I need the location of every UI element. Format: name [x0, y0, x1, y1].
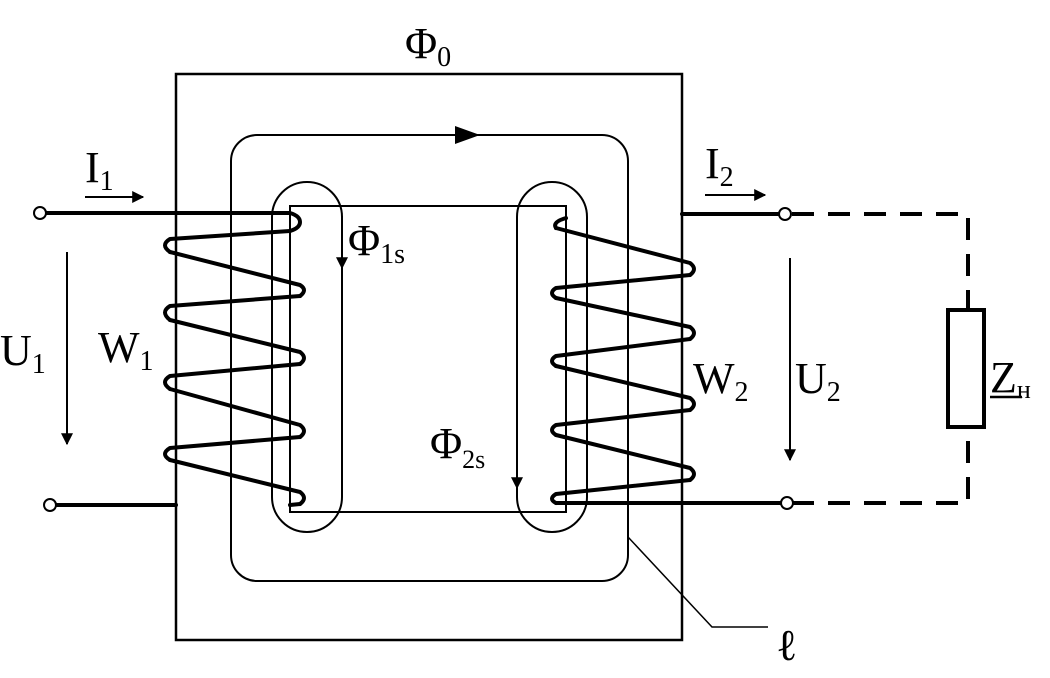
i2-label: I2	[705, 139, 734, 193]
ell-leader-line	[627, 536, 768, 628]
core-window	[289, 205, 567, 513]
leakage-flux-loop-2	[516, 181, 588, 533]
phi1s-label: Φ1s	[348, 216, 405, 270]
main-flux-arrow	[455, 126, 480, 144]
main-flux-path	[230, 134, 629, 582]
secondary-terminal-bottom	[780, 496, 794, 510]
core-outer-frame	[174, 72, 684, 642]
w2-label: W2	[693, 354, 749, 408]
load-connection	[792, 212, 970, 505]
primary-terminal-bottom	[43, 498, 57, 512]
primary-terminal-top	[33, 206, 47, 220]
secondary-winding	[550, 212, 784, 505]
primary-winding	[40, 211, 306, 507]
u1-label: U1	[0, 326, 46, 380]
secondary-terminal-top	[778, 207, 792, 221]
leakage-flux-loop-1	[271, 181, 343, 533]
u2-label: U2	[795, 354, 841, 408]
phi2s-label: Φ2s	[430, 419, 485, 474]
i1-label: I1	[85, 143, 114, 197]
phi0-label: Φ0	[405, 19, 451, 73]
w1-label: W1	[98, 323, 154, 377]
ell-label: ℓ	[776, 621, 797, 670]
load-impedance	[946, 308, 986, 429]
